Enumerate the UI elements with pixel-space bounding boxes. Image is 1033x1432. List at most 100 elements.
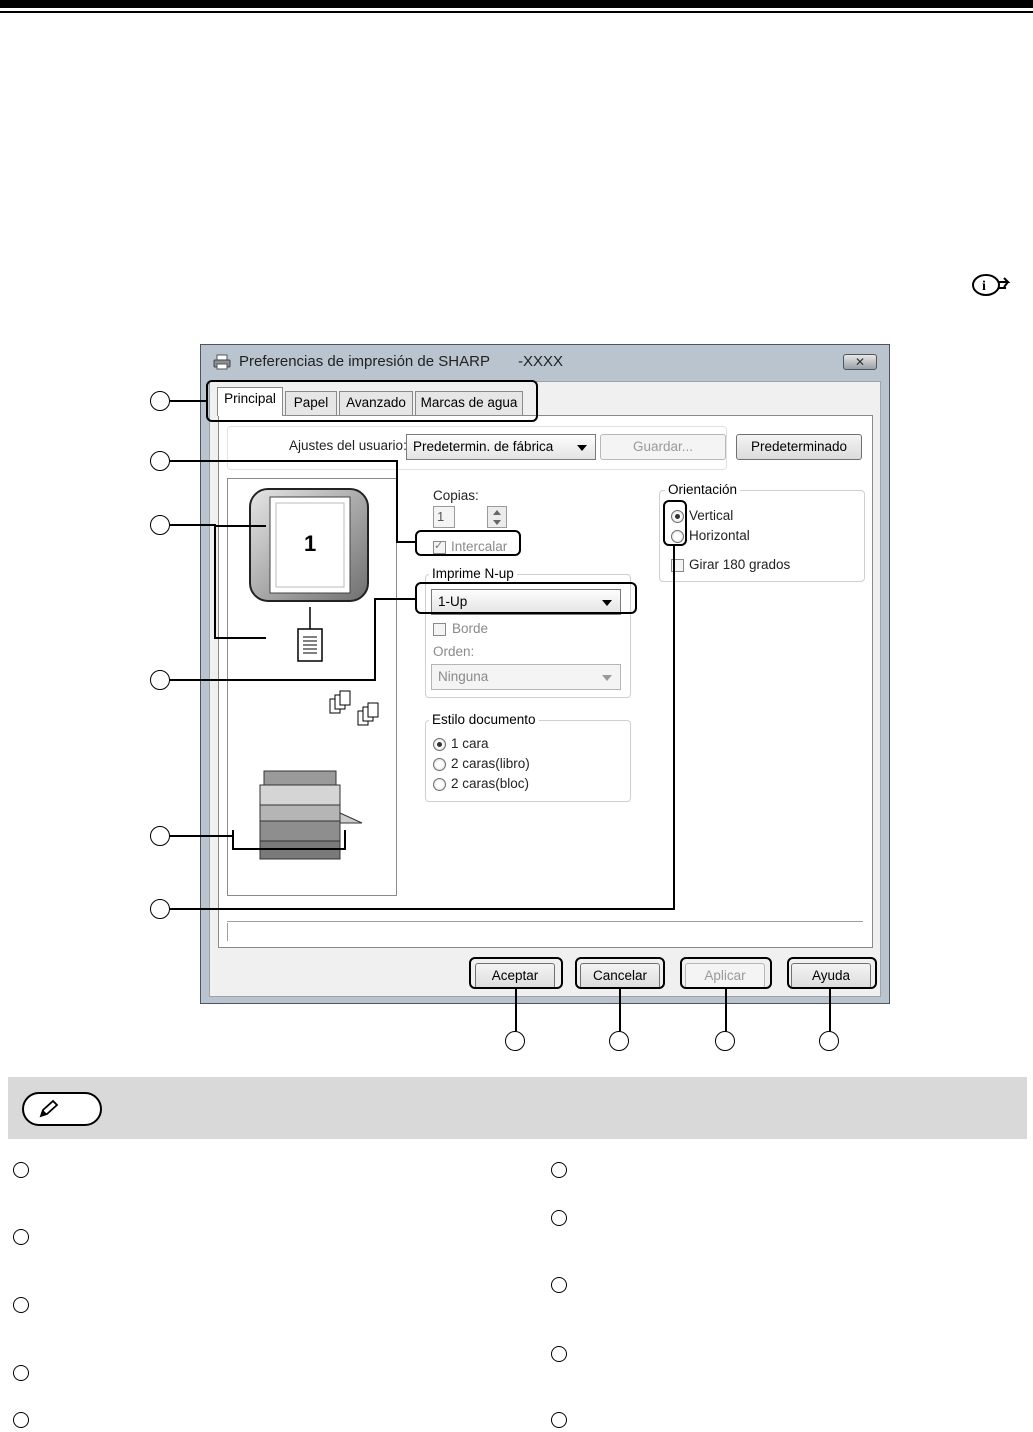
- header-rule-thick: [0, 0, 1033, 8]
- radio-vertical-label: Vertical: [689, 508, 734, 523]
- callout-circle-5: [150, 826, 170, 846]
- tab-papel[interactable]: Papel: [285, 391, 337, 415]
- callout-circle-10: [819, 1031, 839, 1051]
- callout-circle-3: [150, 515, 170, 535]
- rotate-label: Girar 180 grados: [689, 557, 791, 572]
- orientation-title: Orientación: [665, 482, 741, 497]
- tab-avanzado[interactable]: Avanzado: [339, 391, 413, 415]
- apply-button[interactable]: Aplicar: [685, 963, 765, 989]
- highlight-preview-bracket: [214, 525, 266, 639]
- close-button[interactable]: ✕: [843, 354, 877, 370]
- callout-line-1: [170, 400, 206, 402]
- nup-group-title: Imprime N-up: [429, 566, 517, 581]
- order-label: Orden:: [433, 644, 475, 659]
- dialog-titlebar[interactable]: Preferencias de impresión de SHARP -XXXX…: [201, 345, 889, 377]
- status-area: [227, 923, 228, 941]
- default-button[interactable]: Predeterminado: [736, 434, 862, 460]
- copies-input[interactable]: 1: [433, 506, 455, 528]
- callout-line-6a: [170, 908, 675, 910]
- list-marker-6: [551, 1162, 567, 1178]
- page-preview-image: [249, 488, 369, 602]
- list-marker-2: [13, 1229, 29, 1245]
- dialog-model: -XXXX: [518, 353, 564, 370]
- highlight-cancel: [575, 957, 665, 989]
- border-checkbox[interactable]: [433, 623, 446, 636]
- svg-text:i: i: [982, 279, 986, 294]
- accept-button[interactable]: Aceptar: [475, 963, 555, 989]
- list-marker-5: [13, 1412, 29, 1428]
- collate-icon: [329, 690, 379, 726]
- status-divider: [227, 921, 863, 922]
- pencil-note-icon: [39, 1099, 59, 1118]
- copies-spinner[interactable]: [487, 506, 507, 528]
- highlight-orientation: [663, 500, 687, 546]
- printer-machine-image: [259, 770, 363, 860]
- document-style-title: Estilo documento: [429, 712, 539, 727]
- radio-2-caras-libro-label: 2 caras(libro): [451, 756, 530, 771]
- callout-circle-4: [150, 670, 170, 690]
- radio-2-caras-bloc-label: 2 caras(bloc): [451, 776, 530, 791]
- list-marker-3: [13, 1297, 29, 1313]
- user-settings-combo[interactable]: Predetermin. de fábrica: [406, 434, 596, 460]
- note-bar: [8, 1077, 1027, 1139]
- printer-icon: [213, 354, 231, 370]
- list-marker-9: [551, 1346, 567, 1362]
- cancel-button[interactable]: Cancelar: [580, 963, 660, 989]
- tab-principal[interactable]: Principal: [217, 387, 283, 416]
- nup-value: 1-Up: [438, 594, 468, 609]
- highlight-nup: [415, 582, 637, 614]
- radio-horizontal[interactable]: [671, 530, 684, 543]
- user-settings-value: Predetermin. de fábrica: [413, 439, 554, 454]
- order-value: Ninguna: [438, 669, 489, 684]
- border-label: Borde: [452, 621, 489, 636]
- document-icon: [297, 607, 323, 662]
- nup-combo[interactable]: 1-Up: [431, 589, 621, 615]
- tab-marcas-de-agua[interactable]: Marcas de agua: [415, 391, 523, 415]
- tab-panel-principal: Ajustes del usuario: Predetermin. de fáb…: [218, 415, 873, 948]
- callout-line-4b: [374, 598, 376, 681]
- callout-circle-8: [609, 1031, 629, 1051]
- callout-line-4a: [170, 679, 376, 681]
- highlight-tray-bracket: [232, 830, 346, 850]
- callout-line-9: [725, 989, 727, 1031]
- chevron-down-icon: [577, 445, 587, 451]
- collate-checkbox[interactable]: [433, 539, 446, 554]
- callout-line-2c: [396, 541, 416, 543]
- list-marker-10: [551, 1412, 567, 1428]
- order-combo[interactable]: Ninguna: [431, 664, 621, 690]
- user-settings-area: [227, 426, 727, 470]
- callout-line-5: [170, 835, 234, 837]
- print-preferences-dialog: Preferencias de impresión de SHARP -XXXX…: [200, 344, 890, 1004]
- preview-page-number: 1: [304, 531, 317, 556]
- callout-line-10: [829, 989, 831, 1031]
- radio-2-caras-libro[interactable]: [433, 758, 446, 771]
- list-marker-4: [13, 1365, 29, 1381]
- list-marker-8: [551, 1277, 567, 1293]
- callout-circle-6: [150, 899, 170, 919]
- callout-circle-7: [505, 1031, 525, 1051]
- callout-circle-2: [150, 451, 170, 471]
- callout-line-4c: [374, 598, 416, 600]
- highlight-apply: [680, 957, 772, 989]
- highlight-tabs: [206, 380, 538, 422]
- save-button[interactable]: Guardar...: [600, 434, 726, 460]
- highlight-collate: [415, 530, 521, 556]
- radio-1-cara-label: 1 cara: [451, 736, 489, 751]
- callout-line-7: [515, 989, 517, 1031]
- callout-line-2b: [396, 460, 398, 543]
- radio-vertical[interactable]: [671, 510, 684, 523]
- callout-line-8: [619, 989, 621, 1031]
- info-pointer-icon: i: [970, 272, 1014, 298]
- radio-1-cara[interactable]: [433, 738, 446, 751]
- help-button[interactable]: Ayuda: [791, 963, 871, 989]
- note-badge: [22, 1092, 102, 1126]
- copies-label: Copias:: [433, 488, 479, 503]
- callout-line-3: [170, 524, 216, 526]
- callout-circle-1: [150, 391, 170, 411]
- nup-group: [425, 574, 631, 698]
- preview-panel: 1: [227, 478, 397, 896]
- user-settings-label: Ajustes del usuario:: [289, 438, 407, 453]
- header-rule-thin: [0, 11, 1033, 13]
- radio-horizontal-label: Horizontal: [689, 528, 750, 543]
- radio-2-caras-bloc[interactable]: [433, 778, 446, 791]
